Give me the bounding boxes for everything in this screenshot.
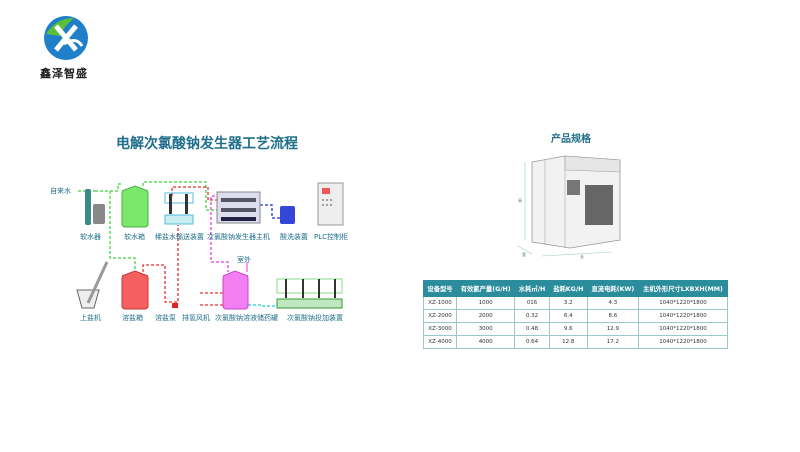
table-cell: 1040*1220*1800 <box>637 322 729 336</box>
process-diagram: 自来水 软水器 软水箱 稀盐水输送装置 次氯酸钠发生器主机 酸洗装置 PLC控制… <box>50 181 348 322</box>
pipe-dosing <box>248 304 280 307</box>
column-header: 有效氯产量(G/H) <box>455 280 516 297</box>
table-cell: 1000 <box>455 296 516 310</box>
pipe-salt-water <box>109 191 136 270</box>
table-cell: 3.2 <box>548 296 588 310</box>
soft-water-tank-icon <box>121 185 149 228</box>
label-outdoor: 室外 <box>237 255 251 264</box>
table-cell: XZ-1000 <box>423 296 457 310</box>
table-cell: XZ-4000 <box>423 335 457 349</box>
table-cell: 3000 <box>455 322 516 336</box>
table-cell: 2000 <box>455 309 516 323</box>
table-cell: 12.9 <box>586 322 639 336</box>
generator-icon <box>216 191 261 224</box>
table-cell: 4000 <box>455 335 516 349</box>
table-cell: 4.3 <box>586 296 639 310</box>
table-cell: 6.4 <box>548 309 588 323</box>
process-title: 电解次氯酸钠发生器工艺流程 <box>116 136 298 152</box>
label-h2-fan: 排氢风机 <box>182 313 210 322</box>
table-cell: 016 <box>514 296 550 310</box>
table-cell: 8.6 <box>586 309 639 323</box>
salt-pump-icon <box>172 303 178 308</box>
table-cell: 17.2 <box>586 335 639 349</box>
brand-name: 鑫泽智盛 <box>40 67 88 80</box>
label-salt-loader: 上盐机 <box>80 313 101 322</box>
brine-unit-icon <box>164 192 194 225</box>
label-brine-unit: 稀盐水输送装置 <box>155 232 204 241</box>
column-header: 水耗㎥/H <box>514 280 550 297</box>
table-cell: 1040*1220*1800 <box>637 309 729 323</box>
dim-height: 高 <box>518 197 522 203</box>
label-plc: PLC控制柜 <box>314 232 348 241</box>
table-cell: 0.64 <box>514 335 550 349</box>
label-generator: 次氯酸钠发生器主机 <box>207 232 270 241</box>
pipe-fan <box>200 292 223 306</box>
table-cell: 0.48 <box>514 322 550 336</box>
column-header: 盐耗KG/H <box>548 280 588 297</box>
table-cell: 1040*1220*1800 <box>637 335 729 349</box>
column-header: 主机外形尺寸LXBXH(MM) <box>637 280 729 297</box>
column-header: 直流电耗(KW) <box>586 280 639 297</box>
label-tap-water: 自来水 <box>50 186 71 195</box>
label-salt-tank: 溶盐箱 <box>122 313 143 322</box>
table-cell: 9.6 <box>548 322 588 336</box>
table-cell: 12.8 <box>548 335 588 349</box>
label-acid-wash: 酸洗装置 <box>280 232 308 241</box>
pipe-tap-water <box>78 183 122 192</box>
logo-icon <box>44 16 88 60</box>
label-storage-tank: 次氯酸钠溶液储药罐 <box>215 313 278 322</box>
label-salt-pump: 溶盐泵 <box>155 313 176 322</box>
label-softener: 软水器 <box>80 232 101 241</box>
product-image: 高 宽 长 <box>517 155 621 259</box>
pipe-soft-water <box>142 181 217 211</box>
acid-wash-tank-icon <box>280 206 295 224</box>
plc-cabinet-icon <box>317 182 344 226</box>
storage-tank-icon <box>222 270 249 310</box>
table-cell: XZ-2000 <box>423 309 457 323</box>
column-header: 设备型号 <box>423 280 457 297</box>
salt-tank-icon <box>121 270 149 310</box>
dim-length: 长 <box>580 253 584 259</box>
spec-title: 产品规格 <box>551 134 591 145</box>
salt-loader-icon <box>76 261 109 309</box>
dim-width: 宽 <box>522 251 526 257</box>
label-soft-tank: 软水箱 <box>124 232 145 241</box>
softener-icon <box>85 189 105 225</box>
dosing-unit-icon <box>276 278 343 309</box>
table-cell: 0.32 <box>514 309 550 323</box>
pipe-product <box>210 195 229 272</box>
table-cell: XZ-3000 <box>423 322 457 336</box>
label-dosing: 次氯酸钠投加装置 <box>287 313 343 322</box>
pipe-brine <box>142 225 179 303</box>
table-cell: 1040*1220*1800 <box>637 296 729 310</box>
